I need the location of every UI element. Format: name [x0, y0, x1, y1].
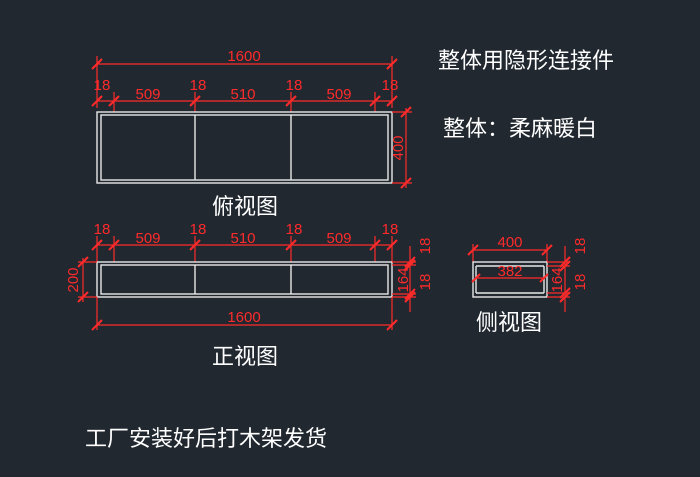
tick — [467, 244, 479, 256]
tick — [539, 273, 549, 283]
front-view: 18 18 18 18 509 510 509 200 164 18 18 — [65, 221, 434, 370]
top-outline — [96, 111, 393, 184]
tick — [189, 95, 201, 107]
tick — [77, 291, 89, 303]
tick — [404, 259, 416, 271]
top-panel-1: 18 — [94, 77, 111, 94]
side-view: 400 382 164 18 18 侧视图 — [467, 234, 589, 336]
top-view: 1600 18 18 18 18 509 510 509 400 俯视图 — [91, 48, 412, 220]
front-inner — [100, 264, 389, 295]
side-outline — [472, 261, 548, 298]
side-view-caption: 侧视图 — [476, 311, 542, 336]
side-bottom-board: 18 — [572, 274, 589, 291]
side-outer-depth: 400 — [497, 234, 522, 251]
note-connector: 整体用隐形连接件 — [438, 49, 614, 74]
front-bay-2: 510 — [230, 230, 255, 247]
tick — [386, 239, 398, 251]
front-panel-4: 18 — [382, 221, 399, 238]
tick — [91, 58, 103, 70]
tick — [386, 95, 398, 107]
tick — [91, 95, 103, 107]
tick — [386, 58, 398, 70]
tick — [471, 273, 481, 283]
front-bay-1: 509 — [135, 230, 160, 247]
front-overall-width: 1600 — [227, 309, 260, 326]
top-panel-4: 18 — [382, 77, 399, 94]
side-inner-depth: 382 — [497, 263, 522, 280]
note-shipping: 工厂安装好后打木架发货 — [85, 427, 327, 452]
front-top-board: 18 — [417, 238, 434, 255]
tick — [541, 244, 553, 256]
tick — [559, 260, 571, 272]
front-view-caption: 正视图 — [212, 345, 278, 370]
tick — [369, 95, 381, 107]
tick — [285, 95, 297, 107]
front-panel-3: 18 — [286, 221, 303, 238]
tick — [91, 319, 103, 331]
top-overall-width: 1600 — [227, 48, 260, 65]
front-inner-height: 164 — [395, 267, 412, 292]
front-outline — [96, 261, 393, 298]
tick — [189, 239, 201, 251]
note-color: 整体：柔麻暖白 — [443, 117, 597, 142]
tick — [369, 239, 381, 251]
tick — [559, 256, 571, 268]
side-inner-height: 164 — [549, 267, 566, 292]
tick — [404, 288, 416, 300]
front-panel-1: 18 — [94, 221, 111, 238]
top-bay-1: 509 — [135, 86, 160, 103]
top-view-caption: 俯视图 — [212, 195, 278, 220]
tick — [386, 319, 398, 331]
tick — [559, 291, 571, 303]
top-bay-3: 509 — [326, 86, 351, 103]
front-bottom-board: 18 — [417, 274, 434, 291]
tick — [77, 256, 89, 268]
tick — [559, 287, 571, 299]
tick — [91, 239, 103, 251]
tick — [404, 256, 416, 268]
top-depth: 400 — [390, 135, 407, 160]
front-height: 200 — [65, 267, 82, 292]
top-panel-2: 18 — [190, 77, 207, 94]
side-top-board: 18 — [572, 238, 589, 255]
top-bay-2: 510 — [230, 86, 255, 103]
front-bay-3: 509 — [326, 230, 351, 247]
top-panel-3: 18 — [286, 77, 303, 94]
top-inner — [100, 114, 389, 181]
tick — [404, 291, 416, 303]
tick — [400, 106, 412, 118]
tick — [108, 239, 120, 251]
tick — [400, 177, 412, 189]
tick — [285, 239, 297, 251]
tick — [108, 95, 120, 107]
front-panel-2: 18 — [190, 221, 207, 238]
